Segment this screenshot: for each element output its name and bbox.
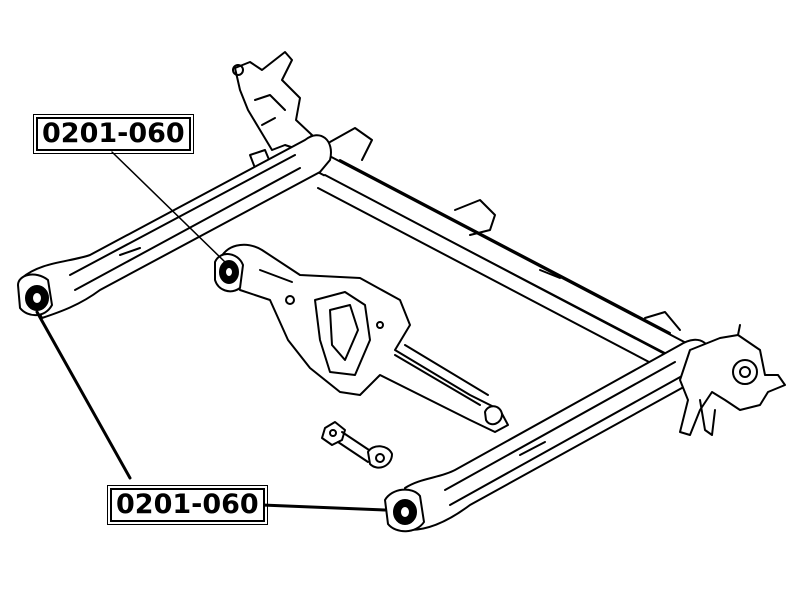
part-number-callout-top[interactable]: 0201-060 [33, 114, 194, 154]
leader-line-left [35, 310, 132, 480]
carrier-bushing [214, 253, 244, 293]
upper-mount-bracket [232, 51, 313, 169]
leader-lines [35, 151, 387, 512]
left-trailing-arm [21, 134, 332, 319]
differential-carrier [219, 243, 509, 433]
cross-beam [309, 127, 691, 373]
lateral-link [321, 421, 393, 469]
right-trailing-arm [404, 338, 712, 531]
leader-line-bottom [260, 503, 387, 512]
leader-line-top [111, 151, 226, 263]
left-arm-bushing [17, 273, 53, 317]
part-number-callout-bottom[interactable]: 0201-060 [107, 485, 268, 525]
right-hub-knuckle [679, 324, 786, 436]
right-arm-bushing [384, 488, 425, 533]
